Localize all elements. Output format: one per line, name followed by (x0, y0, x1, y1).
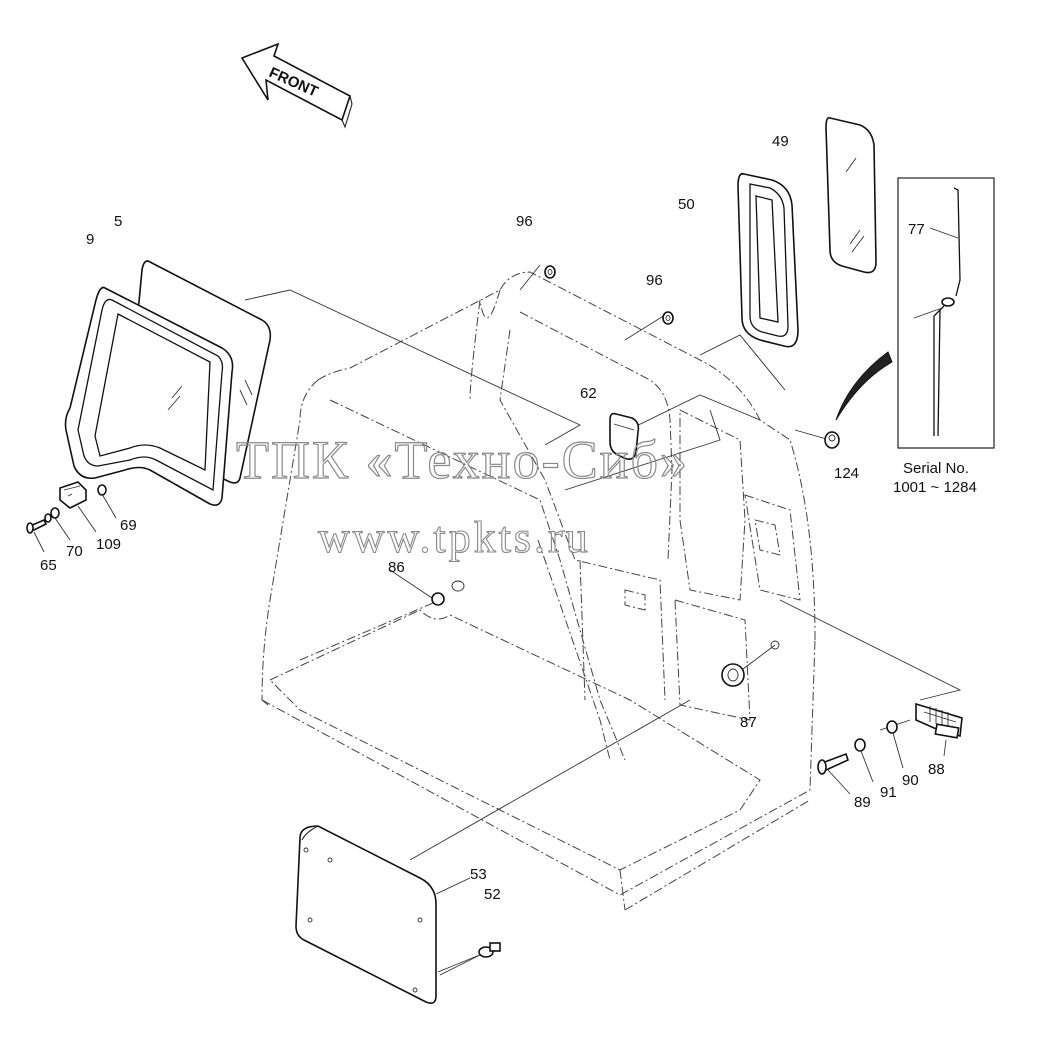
callout-9: 9 (86, 231, 94, 248)
watermark-line2: www.tpkts.ru (318, 513, 591, 562)
cab-frame-outline (261, 271, 816, 911)
callout-109: 109 (96, 536, 121, 553)
part-52-bolt (478, 942, 501, 958)
part-49-rear-glass (825, 116, 877, 274)
callout-50: 50 (678, 196, 695, 213)
part-62-handle (609, 412, 640, 460)
callout-5: 5 (114, 213, 122, 230)
callout-52: 52 (484, 886, 501, 903)
callout-53: 53 (470, 866, 487, 883)
callout-89: 89 (854, 794, 871, 811)
part-96-nut-lower (662, 311, 674, 325)
callout-65: 65 (40, 557, 57, 574)
part-77-antenna-inset (835, 177, 995, 449)
part-53-side-panel (295, 825, 483, 1004)
callout-86: 86 (388, 559, 405, 576)
front-direction-arrow: FRONT (240, 42, 353, 129)
callout-91: 91 (880, 784, 897, 801)
serial-range: 1001 ~ 1284 (893, 479, 977, 496)
callout-124: 124 (834, 465, 859, 482)
part-striker-assembly (817, 702, 963, 795)
watermark-line1: ТПК «Техно-Сиб» (236, 430, 689, 490)
callout-90: 90 (902, 772, 919, 789)
callout-69: 69 (120, 517, 137, 534)
watermark: ТПК «Техно-Сиб» www.tpkts.ru (235, 429, 689, 562)
callout-62: 62 (580, 385, 597, 402)
callout-87: 87 (740, 714, 757, 731)
part-50-rear-seal (737, 172, 799, 348)
part-latch-assembly (26, 481, 117, 553)
part-9-window-seal (64, 286, 234, 506)
part-96-nut-upper (544, 265, 556, 279)
serial-note: Serial No. 1001 ~ 1284 (893, 460, 977, 496)
callout-49: 49 (772, 133, 789, 150)
callout-96a: 96 (516, 213, 533, 230)
callout-70: 70 (66, 543, 83, 560)
callout-96b: 96 (646, 272, 663, 289)
part-87-seal-ring (721, 640, 780, 687)
serial-label: Serial No. (903, 460, 969, 477)
callout-88: 88 (928, 761, 945, 778)
part-124-grommet (824, 431, 840, 449)
part-86-bushing (431, 580, 465, 606)
callout-77: 77 (908, 221, 925, 238)
callout-labels: 5 9 49 50 96 96 77 62 124 69 65 70 109 8… (40, 133, 945, 903)
